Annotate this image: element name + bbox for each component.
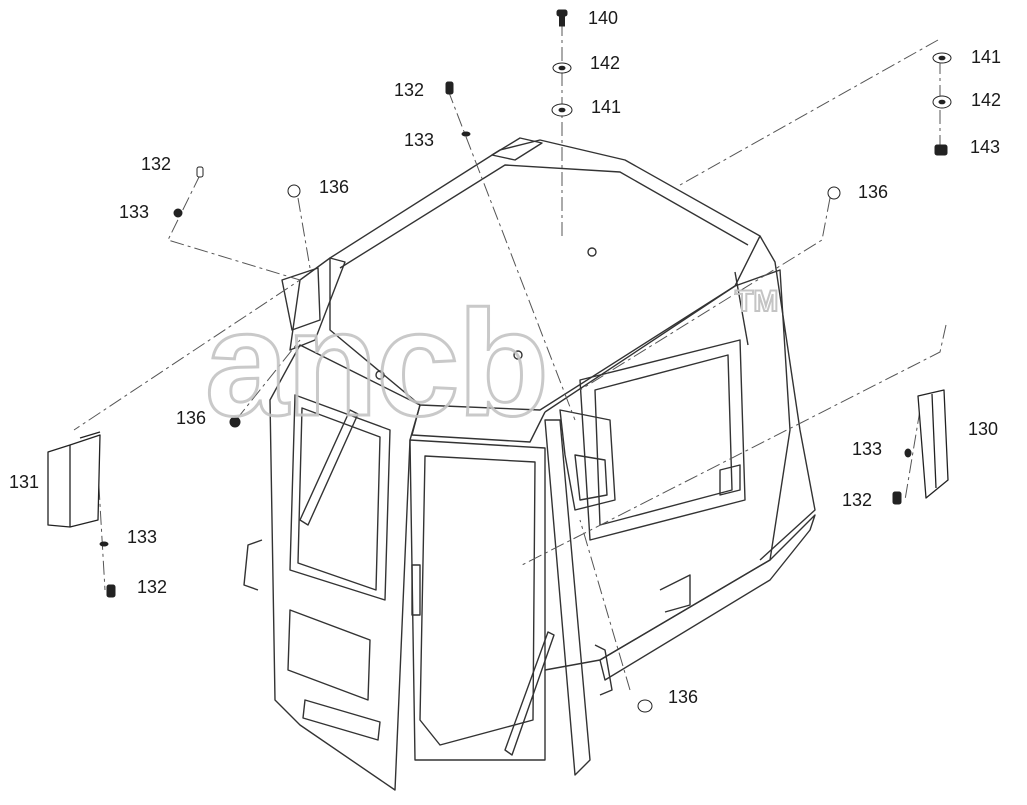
door-frame bbox=[409, 439, 546, 761]
right-rear-handle bbox=[659, 574, 691, 613]
left-wiper-arm bbox=[299, 409, 359, 526]
right-rear-edge bbox=[759, 235, 816, 561]
screw-132-lower-left bbox=[106, 584, 116, 598]
roof-inner-edge bbox=[339, 164, 749, 269]
right-bracket-inner bbox=[574, 454, 608, 501]
callout-142-right: 142 bbox=[971, 90, 1002, 110]
door-handle bbox=[411, 564, 421, 616]
callout-136-left-mid: 136 bbox=[176, 408, 207, 428]
left-front-pillar bbox=[289, 257, 346, 351]
washer-133-right bbox=[904, 448, 912, 458]
callout-132-lower-left: 132 bbox=[137, 577, 168, 597]
left-bracket bbox=[281, 267, 321, 331]
callout-141-right: 141 bbox=[971, 47, 1002, 67]
left-window-inner bbox=[297, 407, 381, 591]
callout-130: 130 bbox=[968, 419, 999, 439]
callout-131: 131 bbox=[9, 472, 40, 492]
cap-136-left-top bbox=[287, 184, 301, 198]
right-handrail bbox=[594, 644, 613, 696]
callout-133-right: 133 bbox=[852, 439, 883, 459]
callout-141-top: 141 bbox=[591, 97, 622, 117]
left-grab-handle bbox=[243, 539, 263, 591]
washer-133-left bbox=[173, 208, 183, 218]
left-window-frame bbox=[289, 394, 391, 601]
callout-142-top: 142 bbox=[590, 53, 621, 73]
left-step-recess bbox=[302, 699, 381, 741]
cap-136-bottom bbox=[637, 699, 653, 713]
roof-hatch bbox=[491, 137, 543, 161]
watermark-logo: ancb bbox=[203, 279, 550, 447]
right-lower-rail bbox=[599, 514, 816, 681]
callout-132-right: 132 bbox=[842, 490, 873, 510]
watermark-trademark: TM bbox=[734, 285, 779, 318]
callout-133-center: 133 bbox=[404, 130, 435, 150]
nut-143 bbox=[934, 144, 948, 156]
callout-140-top: 140 bbox=[588, 8, 619, 28]
door-window bbox=[419, 455, 536, 746]
right-pillar bbox=[544, 419, 591, 776]
callout-136-left-top: 136 bbox=[319, 177, 350, 197]
right-wiper-arm bbox=[504, 631, 555, 756]
antenna bbox=[734, 271, 749, 346]
right-window-upper bbox=[579, 339, 746, 541]
left-lower-panel bbox=[287, 609, 371, 701]
left-side-panel bbox=[269, 344, 421, 791]
screw-132-right bbox=[892, 491, 902, 505]
bolt-140 bbox=[556, 9, 568, 17]
cap-136-right-top bbox=[827, 186, 841, 200]
nut-136-left-mid bbox=[229, 416, 241, 428]
screw-132-center bbox=[445, 81, 454, 95]
trim-cover-131 bbox=[47, 434, 101, 528]
cab-roof bbox=[329, 139, 761, 411]
trim-cover-130 bbox=[917, 389, 949, 499]
callout-132-center: 132 bbox=[394, 80, 425, 100]
right-side-panel bbox=[544, 269, 791, 671]
callout-143-right: 143 bbox=[970, 137, 1001, 157]
screw-132-left bbox=[196, 166, 204, 178]
callout-136-right-top: 136 bbox=[858, 182, 889, 202]
washer-133-lower-left bbox=[99, 541, 109, 547]
callout-133-left: 133 bbox=[119, 202, 150, 222]
right-vent bbox=[719, 464, 741, 496]
callout-133-lower-left: 133 bbox=[127, 527, 158, 547]
washer-133-center bbox=[461, 131, 471, 137]
right-window-inner bbox=[594, 354, 733, 526]
right-bracket bbox=[559, 409, 616, 511]
callout-132-left: 132 bbox=[141, 154, 172, 174]
callout-136-bottom: 136 bbox=[668, 687, 699, 707]
